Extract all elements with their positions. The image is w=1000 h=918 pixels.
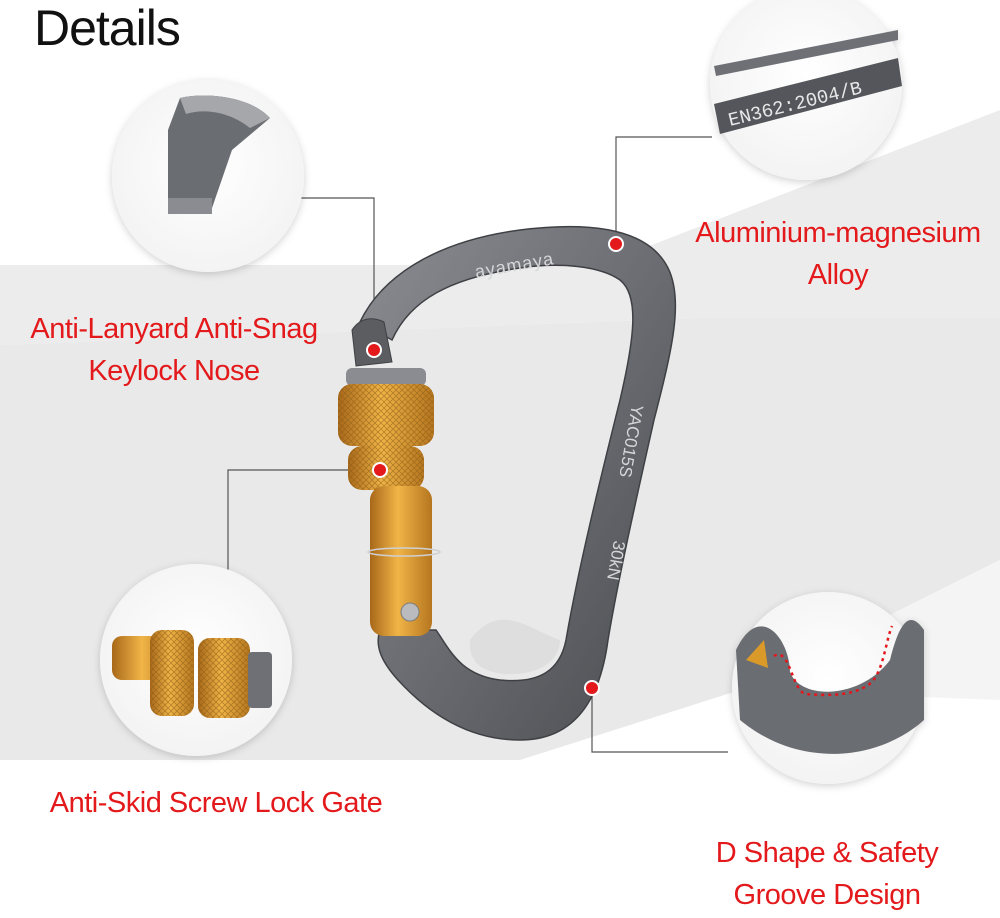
callout-shape: D Shape & Safety Groove Design (682, 832, 972, 916)
detail-circle-groove (732, 592, 924, 784)
marker-dot (584, 680, 600, 696)
callout-nose-line-2: Keylock Nose (88, 355, 260, 387)
detail-circle-standard: EN362:2004/B (710, 0, 902, 180)
page-title: Details (34, 0, 181, 56)
detail-circle-gate (100, 564, 292, 756)
marker-dot (372, 462, 388, 478)
background-band (0, 110, 1000, 345)
callout-alloy-line-1: Aluminium-magnesium (695, 217, 981, 249)
marker-dot (366, 342, 382, 358)
screw-lock-gate (338, 368, 441, 636)
callout-gate: Anti-Skid Screw Lock Gate (36, 782, 396, 824)
callout-shape-line-2: Groove Design (733, 879, 921, 911)
detail-circle-nose (112, 80, 304, 272)
callout-alloy-line-2: Alloy (807, 259, 869, 291)
marker-dot (608, 236, 624, 252)
callout-gate-line-1: Anti-Skid Screw Lock Gate (49, 787, 383, 819)
callout-shape-line-1: D Shape & Safety (715, 837, 939, 869)
callout-alloy: Aluminium-magnesium Alloy (678, 212, 998, 296)
marker-dots (366, 236, 624, 696)
callout-nose: Anti-Lanyard Anti-Snag Keylock Nose (14, 308, 334, 392)
callout-nose-line-1: Anti-Lanyard Anti-Snag (30, 313, 318, 345)
carabiner-frame (359, 225, 677, 741)
